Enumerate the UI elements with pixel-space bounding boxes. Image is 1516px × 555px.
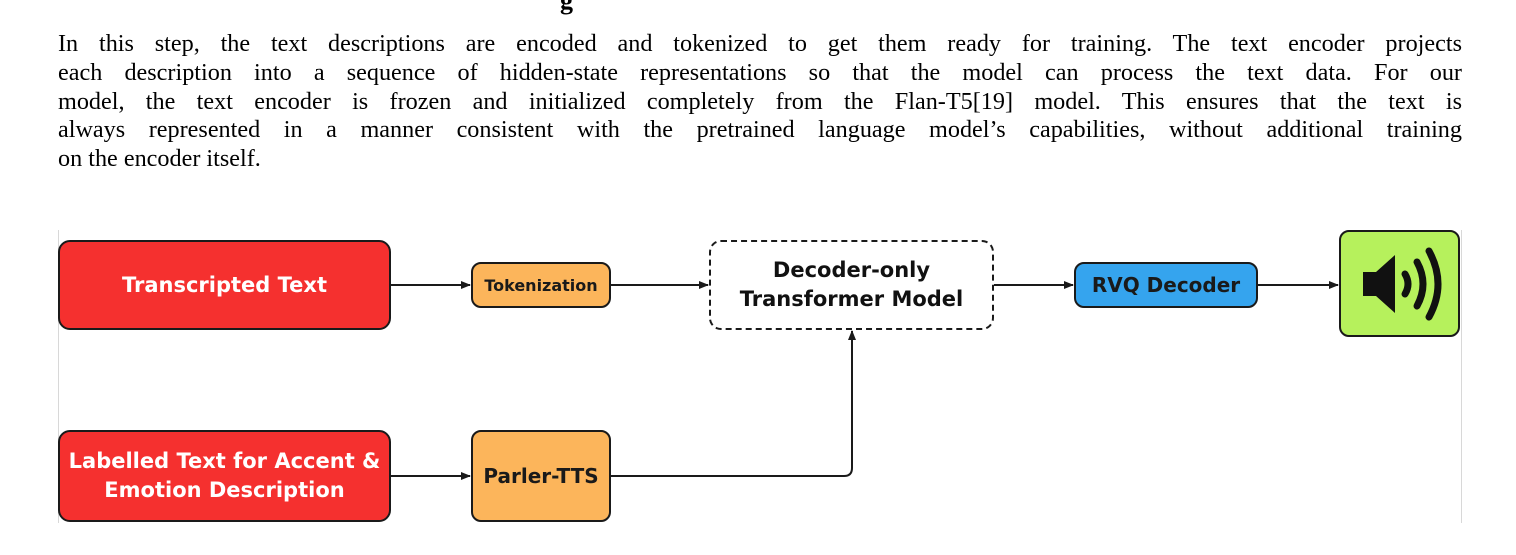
- labelled-text-box: Labelled Text for Accent & Emotion Descr…: [58, 430, 391, 522]
- paragraph-line: In this step, the text descriptions are …: [58, 30, 1462, 57]
- decoder-label-line1: Decoder-only: [772, 258, 931, 282]
- decoder-label-line2: Transformer Model: [739, 287, 964, 311]
- parler-tts-box: Parler-TTS: [471, 430, 611, 522]
- pipeline-diagram: Transcripted Text Tokenization Decoder-o…: [58, 230, 1462, 525]
- paragraph-line: always represented in a manner consisten…: [58, 116, 1462, 144]
- audio-output-box: [1339, 230, 1460, 337]
- paragraph-line: on the encoder itself.: [58, 145, 261, 173]
- speaker-sound-icon: [1362, 247, 1441, 320]
- decoder-only-transformer-box: Decoder-only Transformer Model: [709, 240, 994, 330]
- labelled-text-line1: Labelled Text for Accent &: [68, 449, 381, 473]
- arrow-parler-to-decoder: [611, 330, 856, 477]
- transcripted-text-box: Transcripted Text: [58, 240, 391, 330]
- tokenization-label: Tokenization: [484, 275, 598, 295]
- transcripted-text-label: Transcripted Text: [121, 273, 328, 297]
- rvq-decoder-box: RVQ Decoder: [1074, 262, 1258, 308]
- paragraph-line: model, the text encoder is frozen and in…: [58, 87, 1462, 115]
- section-heading-fragment: g: [560, 0, 573, 15]
- paragraph-line: each description into a sequence of hidd…: [58, 58, 1462, 86]
- tokenization-box: Tokenization: [471, 262, 611, 308]
- rvq-decoder-label: RVQ Decoder: [1091, 273, 1241, 297]
- body-paragraph: In this step, the text descriptions are …: [58, 30, 1462, 174]
- labelled-text-line2: Emotion Description: [104, 478, 345, 502]
- parler-tts-label: Parler-TTS: [483, 464, 599, 488]
